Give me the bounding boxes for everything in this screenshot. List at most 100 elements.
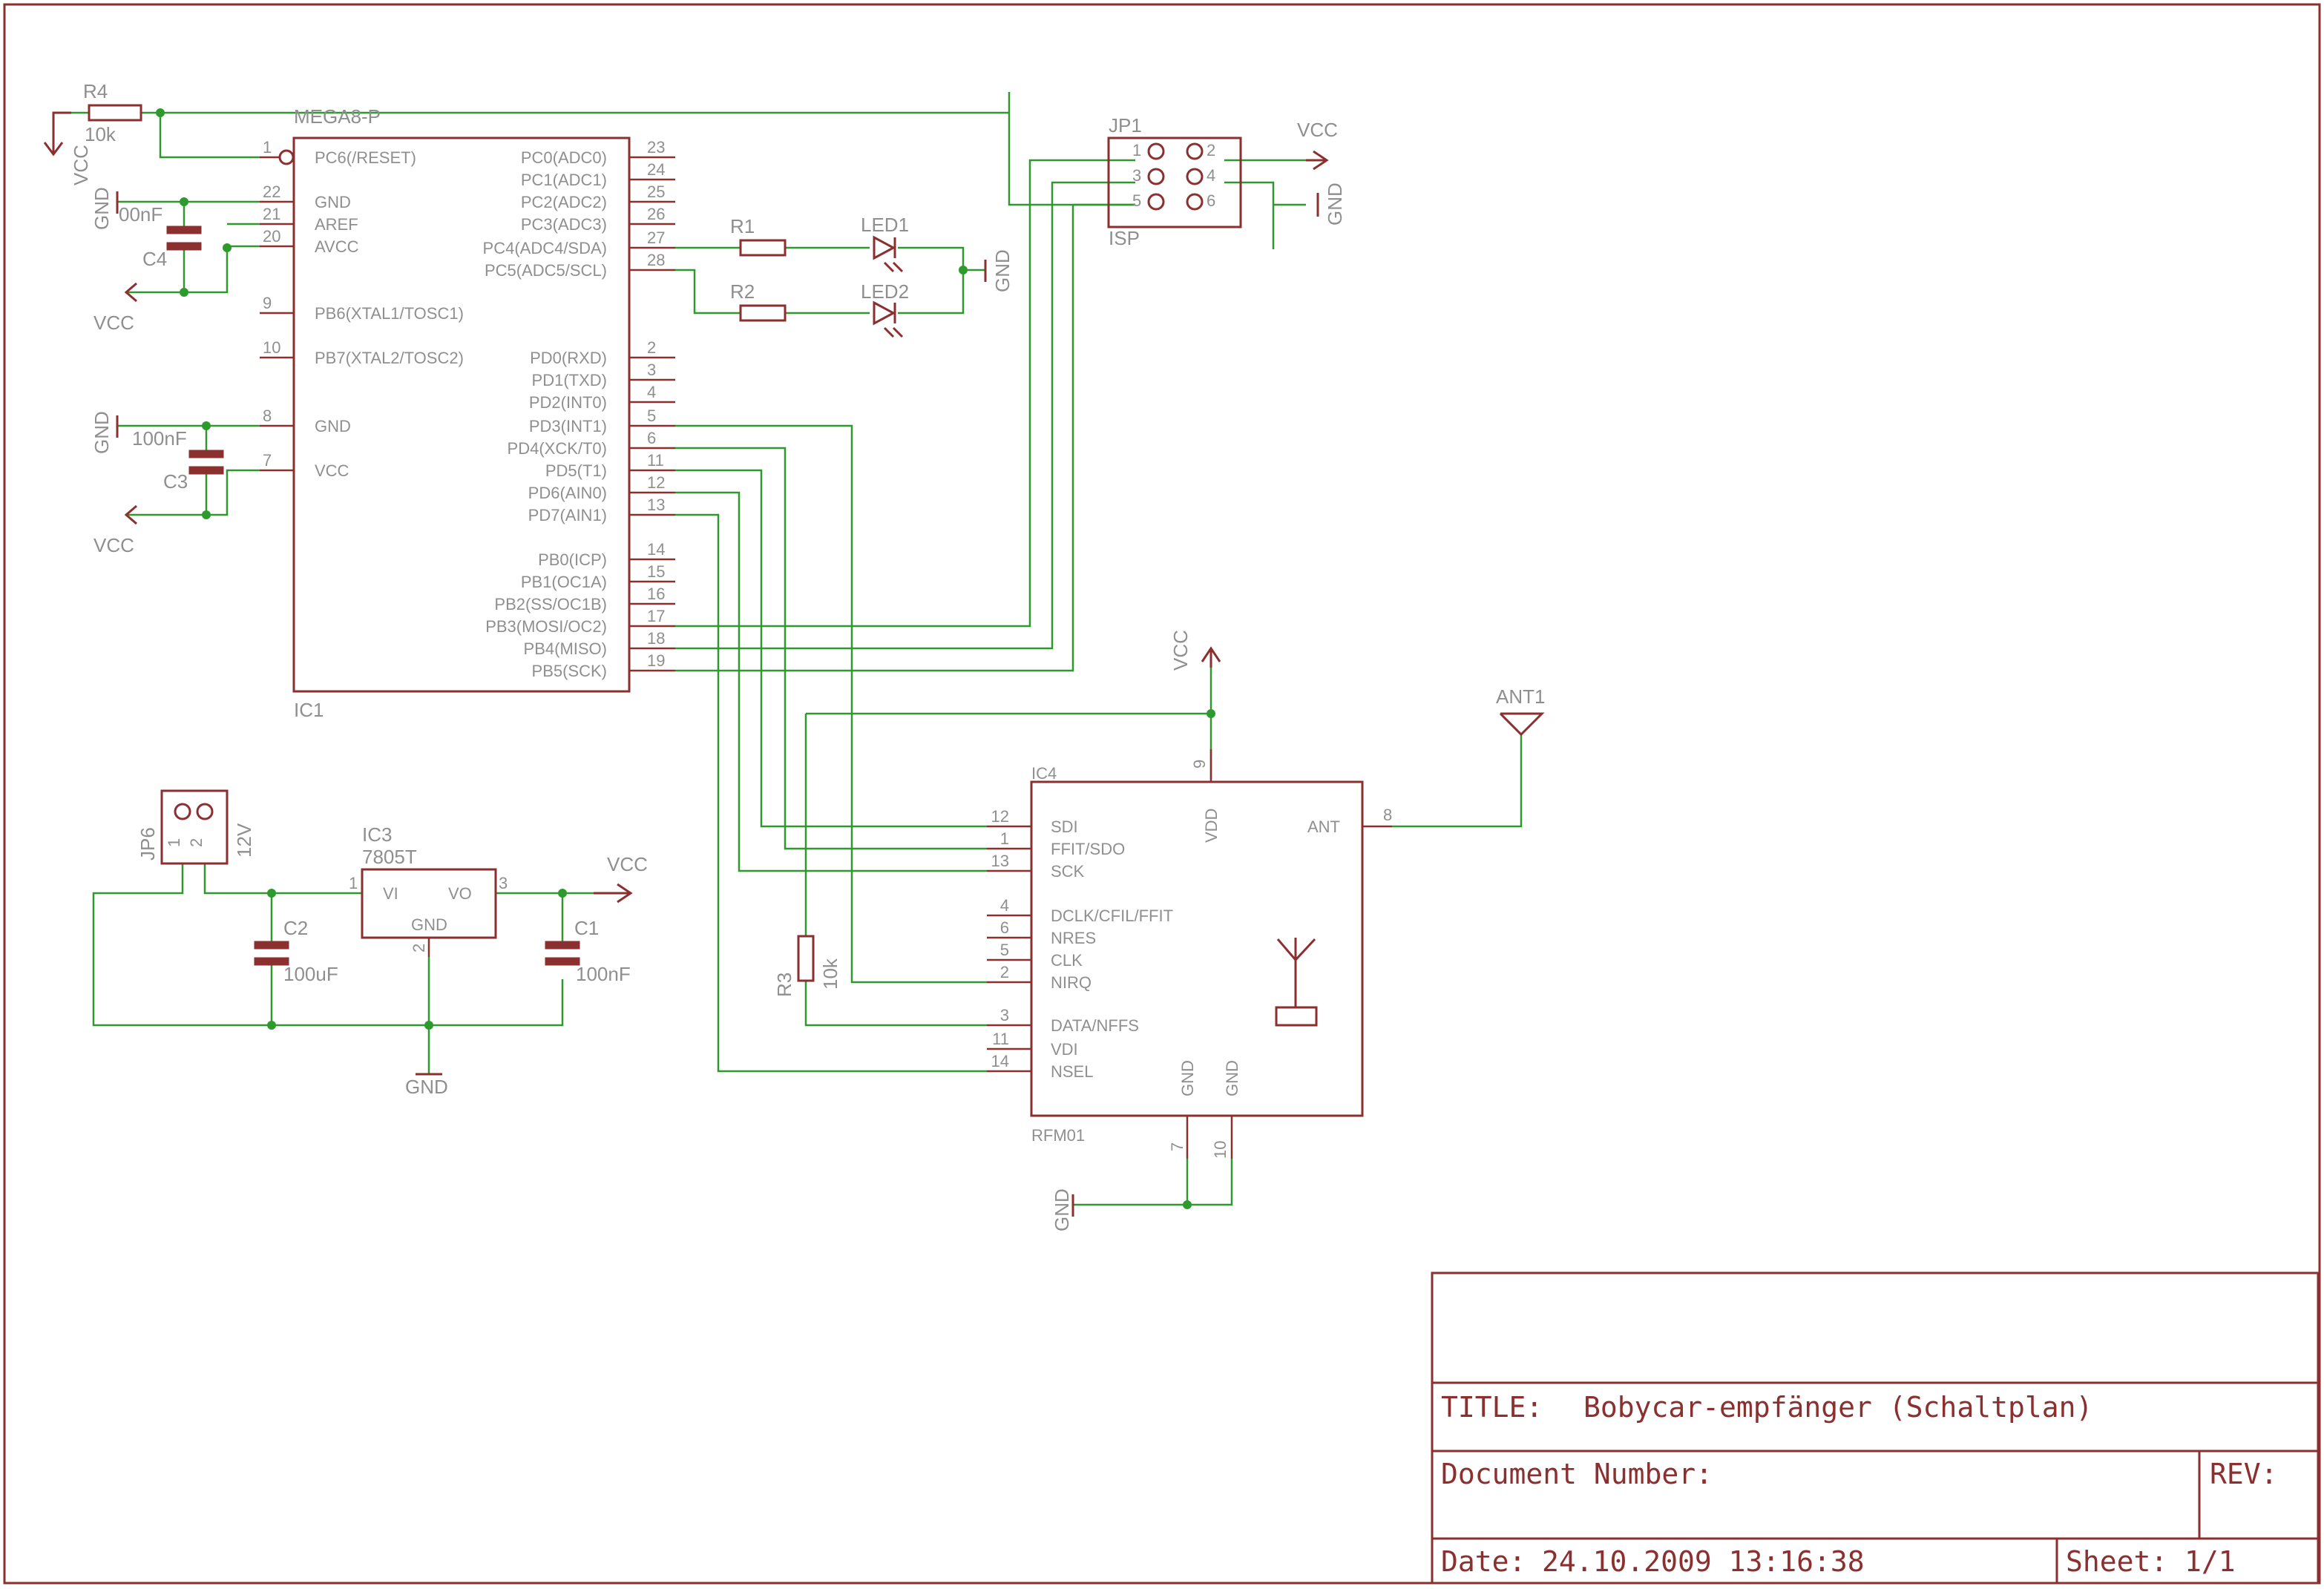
ic4-pin-name: NIRQ xyxy=(1051,973,1092,992)
ic3-name: IC3 xyxy=(362,823,392,846)
svg-text:3: 3 xyxy=(499,874,508,892)
r3-name: R3 xyxy=(773,973,795,997)
svg-text:VCC: VCC xyxy=(1169,630,1192,671)
ic4-pin-number: 4 xyxy=(1000,896,1009,915)
ic1-pin-number: 9 xyxy=(263,294,272,312)
capacitor-c2[interactable]: C2 100uF xyxy=(254,917,338,985)
svg-text:ANT: ANT xyxy=(1307,817,1340,836)
gnd-symbol-isp: GND xyxy=(1316,182,1346,226)
ic4-pin-number: 11 xyxy=(992,1030,1009,1048)
ic1-pin-name: PD2(INT0) xyxy=(529,393,607,412)
ic1-pin-name: GND xyxy=(315,417,351,435)
c1-name: C1 xyxy=(574,917,599,939)
svg-text:2: 2 xyxy=(410,944,428,953)
svg-text:VCC: VCC xyxy=(93,534,134,556)
ic4-pin-number: 5 xyxy=(1000,941,1009,959)
ic4-value: RFM01 xyxy=(1031,1126,1085,1145)
vcc-symbol-avcc: VCC xyxy=(93,282,137,334)
ic1-pin-name: PB2(SS/OC1B) xyxy=(494,595,607,613)
ic4-rfm01[interactable]: IC4 RFM01 12SDI1FFIT/SDO13SCK4DCLK/CFIL/… xyxy=(987,749,1392,1159)
svg-text:GND: GND xyxy=(91,411,113,454)
ic1-pin-name: PD5(T1) xyxy=(545,461,607,480)
svg-text:GND: GND xyxy=(1324,182,1346,226)
svg-text:9: 9 xyxy=(1190,760,1209,769)
antenna-ant1[interactable]: ANT1 xyxy=(1496,685,1545,737)
ic4-pin-number: 12 xyxy=(991,807,1009,826)
capacitor-c1[interactable]: C1 100nF xyxy=(545,917,631,985)
svg-text:GND: GND xyxy=(1178,1060,1197,1096)
svg-text:GND: GND xyxy=(1223,1060,1241,1096)
c3-name: C3 xyxy=(163,470,188,493)
connector-jp1-isp[interactable]: 1 2 3 4 5 6 JP1 ISP xyxy=(1107,114,1242,249)
ic4-pin-number: 14 xyxy=(991,1052,1009,1070)
svg-text:1: 1 xyxy=(1132,141,1141,159)
gnd-symbol-rfm: GND xyxy=(1051,1188,1074,1231)
ic1-pin-number: 2 xyxy=(647,338,656,357)
ic4-pin-number: 6 xyxy=(1000,918,1009,937)
resistor-r1[interactable]: R1 xyxy=(730,215,787,257)
ic1-pin-number: 22 xyxy=(263,182,280,201)
led-led1[interactable]: LED1 xyxy=(861,214,909,273)
c4-value: 00nF xyxy=(119,203,163,226)
capacitor-c3[interactable]: 100nF C3 xyxy=(132,427,224,493)
svg-text:GND: GND xyxy=(411,915,447,934)
ic1-right-pins: 23PC0(ADC0)24PC1(ADC1)25PC2(ADC2)26PC3(A… xyxy=(483,138,675,680)
ic4-pin-number: 1 xyxy=(1000,829,1009,848)
ic1-pin-number: 10 xyxy=(263,338,280,357)
svg-text:VI: VI xyxy=(383,884,398,903)
r2-name: R2 xyxy=(730,280,755,303)
jp1-value: ISP xyxy=(1109,227,1140,249)
gnd-symbol-7805: GND xyxy=(405,1073,448,1098)
regulator-ic3[interactable]: IC3 7805T VI VO GND 1 3 2 xyxy=(349,823,508,957)
resistor-r3[interactable]: R3 10k xyxy=(773,935,841,997)
vcc-symbol-rfm: VCC xyxy=(1169,630,1221,671)
svg-text:VCC: VCC xyxy=(70,145,92,185)
drawing-frame xyxy=(3,3,2321,1585)
ic1-pin-number: 8 xyxy=(263,407,272,425)
resistor-r2[interactable]: R2 xyxy=(730,280,787,322)
svg-text:GND: GND xyxy=(1051,1188,1073,1231)
svg-text:8: 8 xyxy=(1383,806,1392,824)
ic1-pin-name: PD1(TXD) xyxy=(532,371,607,389)
ic1-pin-number: 25 xyxy=(647,182,665,201)
ic1-pin-name: PD4(XCK/T0) xyxy=(508,439,607,458)
gnd-symbol-leds: GND xyxy=(984,249,1014,292)
capacitor-c4[interactable]: 00nF C4 xyxy=(119,203,202,270)
connector-jp6[interactable]: 1 2 JP6 12V xyxy=(137,789,255,865)
ant1-name: ANT1 xyxy=(1496,685,1545,708)
ic1-atmega8[interactable]: MEGA8-P IC1 1PC6(/RESET)22GND21AREF20AVC… xyxy=(260,105,675,721)
ic1-name: IC1 xyxy=(294,699,324,721)
ic1-pin-number: 11 xyxy=(647,451,664,470)
led-led2[interactable]: LED2 xyxy=(861,280,909,338)
ic1-pin-name: VCC xyxy=(315,461,349,480)
ic1-pin-name: PD6(AIN0) xyxy=(528,484,607,502)
wires xyxy=(71,92,1523,1206)
ic1-pin-name: AREF xyxy=(315,215,358,234)
ic4-left-pins: 12SDI1FFIT/SDO13SCK4DCLK/CFIL/FFIT6NRES5… xyxy=(987,807,1173,1081)
vcc-symbol-7805: VCC xyxy=(594,853,648,904)
svg-text:1: 1 xyxy=(165,838,183,847)
svg-text:2: 2 xyxy=(187,838,206,847)
svg-text:5: 5 xyxy=(1132,191,1141,210)
gnd-symbol-c4: GND xyxy=(91,187,119,230)
ic1-pin-name: PC4(ADC4/SDA) xyxy=(483,239,607,257)
ic1-pin-number: 26 xyxy=(647,205,665,223)
ic1-pin-number: 14 xyxy=(647,540,665,559)
sheet-value: 1/1 xyxy=(2185,1545,2236,1578)
ic1-pin-name: PC3(ADC3) xyxy=(521,215,607,234)
ic1-pin-name: PB1(OC1A) xyxy=(521,573,607,591)
ic1-pin-name: PD3(INT1) xyxy=(529,417,607,435)
resistor-r4[interactable]: R4 10k xyxy=(83,80,142,145)
ic1-pin-name: GND xyxy=(315,193,351,211)
vcc-symbol-isp: VCC xyxy=(1297,119,1338,171)
svg-text:VDD: VDD xyxy=(1202,809,1221,843)
svg-text:GND: GND xyxy=(405,1076,448,1098)
svg-text:2: 2 xyxy=(1207,141,1215,159)
ic1-pin-number: 7 xyxy=(263,451,272,470)
c4-name: C4 xyxy=(142,248,167,270)
c2-name: C2 xyxy=(283,917,308,939)
ic1-pin-number: 6 xyxy=(647,429,656,447)
rev-label: REV: xyxy=(2210,1458,2278,1490)
ic1-pin-number: 1 xyxy=(263,138,272,157)
vcc-symbol-r4: VCC xyxy=(43,111,92,185)
